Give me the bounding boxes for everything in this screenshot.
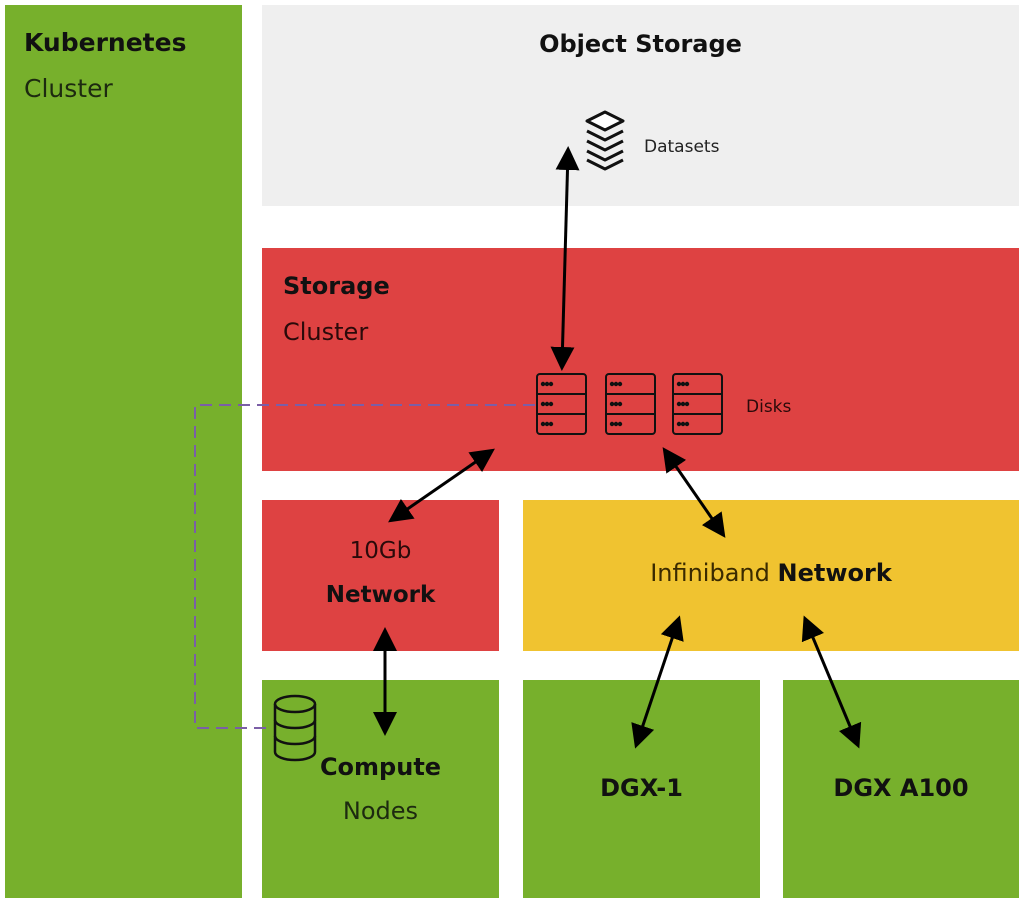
kubernetes-subtitle: Cluster [24,74,113,103]
object-storage-title: Object Storage [539,30,742,58]
object-storage-panel [262,5,1019,206]
storage-cluster-title: Storage [283,272,390,300]
arrow-datasets-disks [550,146,580,371]
server-disk-icon [536,373,587,435]
dashed-storage-link [194,404,535,729]
layers-icon [585,110,625,171]
arrow-disks-infiniband [662,447,726,538]
network-10gb-line1: 10Gb [349,538,412,564]
infiniband-prefix: Infiniband [650,559,770,587]
arrow-infiniband-dgx1 [631,615,684,749]
kubernetes-cluster-panel [5,5,242,898]
dgxa100-label: DGX A100 [833,774,969,802]
datasets-label: Datasets [644,137,720,157]
arrow-disks-10gb [388,448,495,523]
arrow-infiniband-dgxa100 [801,615,862,749]
infiniband-network-panel [523,500,1019,651]
infiniband-suffix: Network [777,559,892,587]
compute-subtitle: Nodes [342,797,419,825]
network-10gb-line2: Network [325,582,436,608]
disks-label: Disks [746,397,792,417]
server-disk-icon [605,373,656,435]
server-disk-icon [672,373,723,435]
dgx1-label: DGX-1 [600,774,683,802]
database-icon [273,694,317,762]
compute-title: Compute [319,753,442,781]
storage-cluster-subtitle: Cluster [283,318,369,346]
network-10gb-panel [262,500,499,651]
infiniband-network-label: Infiniband Network [523,559,1019,587]
kubernetes-title: Kubernetes [24,28,187,57]
